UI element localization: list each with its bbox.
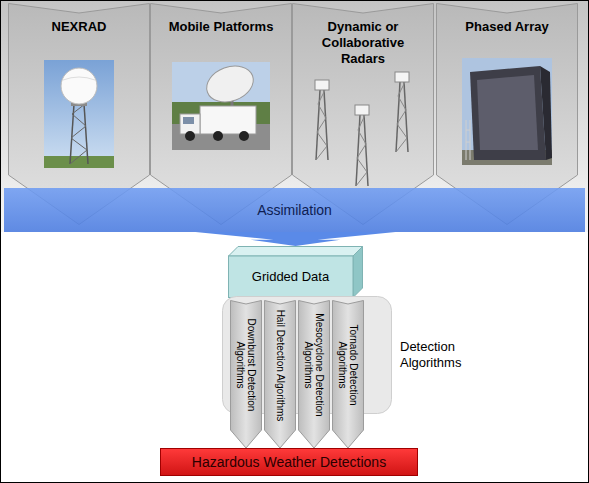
chevron-shape [299,301,330,449]
source-heading: Phased Array [448,19,566,35]
data-cube: Gridded Data [228,246,363,298]
source-heading: NEXRAD [20,19,138,35]
radar-source-chevron-outline [8,3,150,225]
radar-source-chevron-outline [150,3,292,225]
algorithm-label: Hail Detection Algorithms [275,303,286,427]
algorithm-chevron: Hail Detection Algorithms [264,300,296,448]
output-shape [161,449,418,476]
chevron-shape [265,301,296,449]
funnel-shape [196,232,396,246]
phased-array-photo [462,58,552,165]
chevron-shape [333,301,364,449]
source-heading: Dynamic or Collaborative Radars [304,19,422,67]
output-label: Hazardous Weather Detections [192,454,386,471]
band-shape [4,188,585,232]
nexrad-photo [44,60,114,168]
algorithm-label: Downburst Detection Algorithms [235,303,257,427]
algorithm-chevron: Downburst Detection Algorithms [230,300,262,448]
source-heading: Mobile Platforms [162,19,280,35]
group-heading: Detection Algorithms [400,339,484,371]
algorithm-label: Tornado Detection Algorithms [337,303,359,427]
funnel-arrow [196,232,396,246]
radar-source-chevron: Dynamic or Collaborative Radars [292,3,434,225]
algorithm-chevron: Mesocyclone Detection Algorithms [298,300,330,448]
band-label: Assimilation [257,202,332,219]
radar-source-chevron: Mobile Platforms [150,3,292,225]
mobile-radar-photo [172,60,270,150]
top-ground [0,0,589,232]
algorithm-label: Mesocyclone Detection Algorithms [303,303,325,427]
cube-front [229,256,354,298]
algorithm-chevron: Tornado Detection Algorithms [332,300,364,448]
radar-source-chevron-outline [436,3,578,225]
cube-label: Gridded Data [252,269,329,285]
chevron-shape [231,301,262,449]
output-box: Hazardous Weather Detections [160,448,418,476]
cube-side [353,247,363,298]
algorithm-group: Detection AlgorithmsDownburst Detection … [222,296,484,414]
cube-top [229,247,363,257]
assimilation-band: Assimilation [4,188,585,232]
radar-source-chevron: Phased Array [436,3,578,225]
radar-source-chevron: NEXRAD [8,3,150,225]
